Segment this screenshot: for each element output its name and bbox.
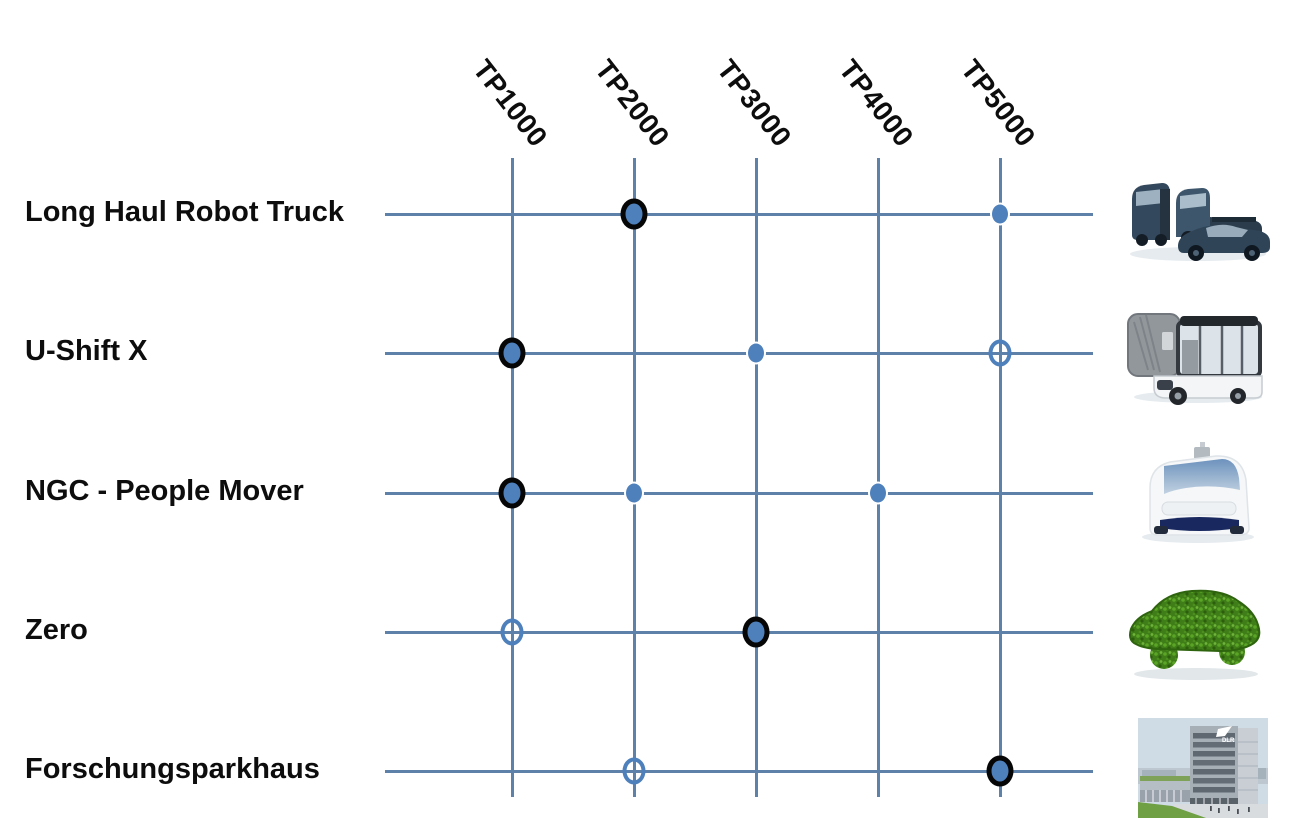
column-label-tp5000: TP5000 bbox=[954, 53, 1042, 153]
mark-dot-ngc-people-mover-tp4000 bbox=[868, 481, 888, 505]
u-shift-x-image bbox=[1118, 300, 1276, 406]
column-label-tp4000: TP4000 bbox=[832, 53, 920, 153]
people-mover-illustration bbox=[1142, 442, 1254, 543]
mark-ring-ngc-people-mover-tp1000 bbox=[498, 477, 526, 509]
grid-hline-u-shift-x bbox=[385, 351, 1093, 355]
grid-hline-forschungsparkhaus bbox=[385, 769, 1093, 773]
forschungsparkhaus-image: DLR bbox=[1138, 718, 1268, 818]
grid-hline-zero bbox=[385, 630, 1093, 634]
mark-ring-forschungsparkhaus-tp5000 bbox=[986, 755, 1014, 787]
row-label-zero: Zero bbox=[25, 614, 88, 646]
mark-open-zero-tp1000 bbox=[500, 618, 524, 646]
ngc-people-mover-image bbox=[1118, 440, 1276, 546]
long-haul-robot-truck-image bbox=[1118, 161, 1276, 267]
mark-dot-u-shift-x-tp3000 bbox=[746, 341, 766, 365]
rear-left-truck-icon bbox=[1132, 183, 1170, 246]
grid-hline-long-haul-robot-truck bbox=[385, 212, 1093, 216]
u-shaped-drive-platform-icon bbox=[1153, 375, 1263, 405]
front-sleek-truck-icon bbox=[1178, 224, 1270, 261]
tiny-people-icons bbox=[1210, 806, 1250, 814]
grid-hline-ngc-people-mover bbox=[385, 491, 1093, 495]
zero-green-car-image bbox=[1118, 579, 1276, 685]
grid-vline-tp3000 bbox=[754, 158, 758, 797]
row-label-ngc-people-mover: NGC - People Mover bbox=[25, 475, 304, 507]
dlr-logo-icon: DLR bbox=[1216, 726, 1235, 744]
roof-sensor-icon bbox=[1194, 442, 1210, 459]
shuttle-body-icon bbox=[1149, 455, 1250, 536]
leafy-car-icon bbox=[1129, 589, 1261, 669]
plaza-ground bbox=[1174, 804, 1268, 818]
column-label-tp2000: TP2000 bbox=[588, 53, 676, 153]
grid-vline-tp2000 bbox=[632, 158, 636, 797]
truck-concepts-illustration bbox=[1130, 183, 1270, 261]
mark-ring-zero-tp3000 bbox=[742, 616, 770, 648]
row-label-u-shift-x: U-Shift X bbox=[25, 335, 148, 367]
mark-open-u-shift-x-tp5000 bbox=[988, 339, 1012, 367]
u-shift-illustration bbox=[1127, 313, 1263, 405]
column-label-tp1000: TP1000 bbox=[466, 53, 554, 153]
row-label-long-haul-robot-truck: Long Haul Robot Truck bbox=[25, 196, 344, 228]
mark-dot-ngc-people-mover-tp2000 bbox=[624, 481, 644, 505]
mark-dot-long-haul-robot-truck-tp5000 bbox=[990, 202, 1010, 226]
tower-icon bbox=[1190, 726, 1258, 810]
dlr-logo-text: DLR bbox=[1222, 738, 1235, 744]
glass-passenger-capsule-icon bbox=[1176, 316, 1262, 378]
mark-ring-u-shift-x-tp1000 bbox=[498, 337, 526, 369]
parking-garage-illustration: DLR bbox=[1138, 718, 1268, 818]
grid-vline-tp5000 bbox=[998, 158, 1002, 797]
column-label-tp3000: TP3000 bbox=[710, 53, 798, 153]
low-wing-building-icon bbox=[1140, 776, 1190, 802]
row-label-forschungsparkhaus: Forschungsparkhaus bbox=[25, 753, 320, 785]
mark-open-forschungsparkhaus-tp2000 bbox=[622, 757, 646, 785]
cargo-capsule-icon bbox=[1127, 313, 1181, 377]
lawn bbox=[1138, 802, 1206, 818]
mark-ring-long-haul-robot-truck-tp2000 bbox=[620, 198, 648, 230]
green-car-illustration bbox=[1129, 589, 1261, 680]
grid-vline-tp4000 bbox=[876, 158, 880, 797]
